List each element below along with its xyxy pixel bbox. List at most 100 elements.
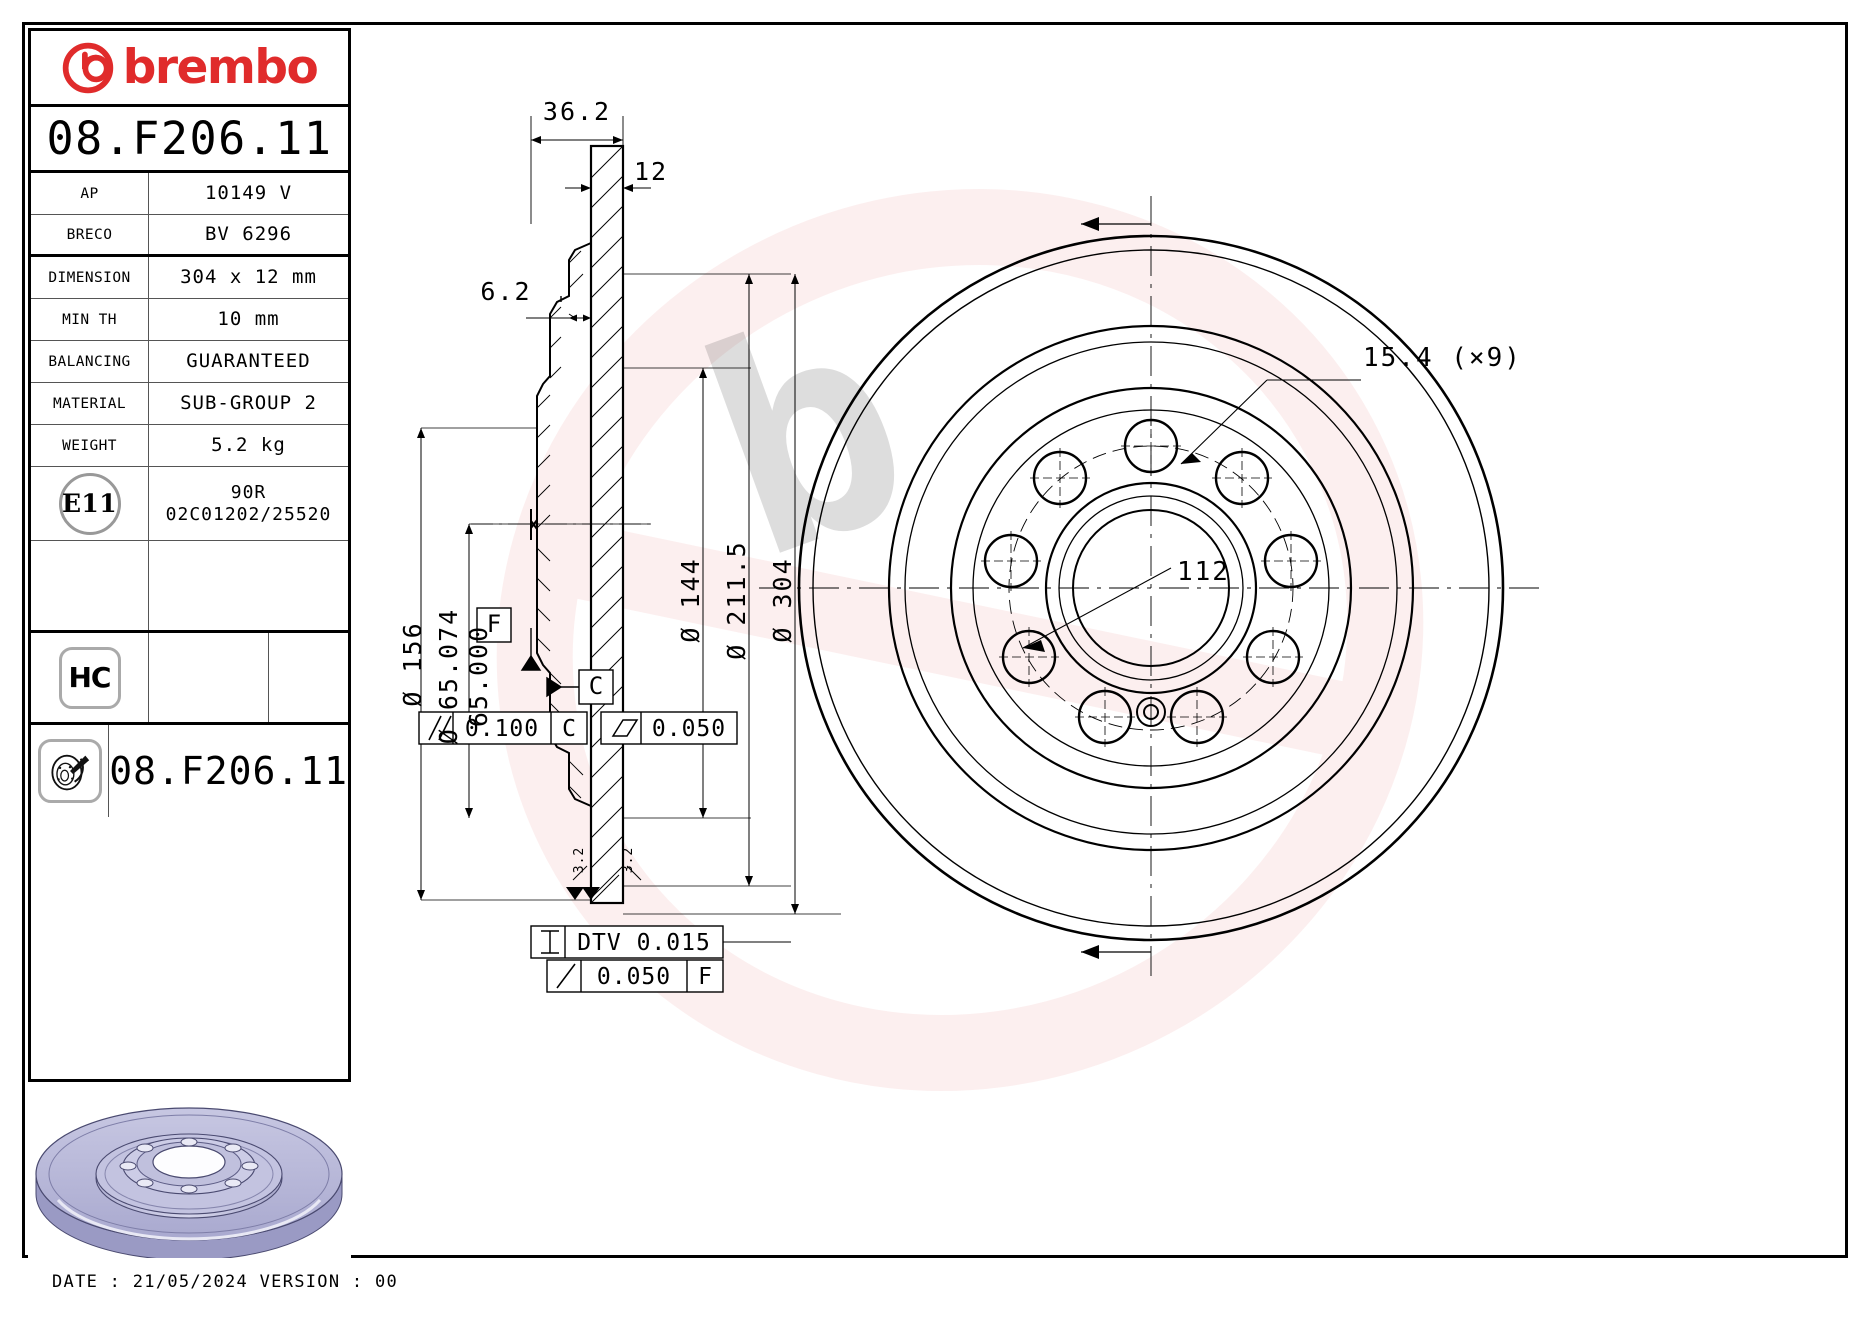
hat-profile-lower: [530, 509, 592, 807]
dim-6-2: [526, 292, 591, 322]
part-code-bottom: 08.F206.11: [109, 748, 348, 793]
sheet-border: [22, 22, 1848, 1258]
datum-label-f: F: [487, 610, 501, 638]
datum-label-c: C: [589, 672, 603, 700]
label-outer-dia: Ø 304: [768, 557, 797, 642]
row-label: MIN TH: [31, 299, 149, 340]
brembo-logo: brembo: [31, 31, 348, 107]
chamfer-marks: [566, 865, 642, 900]
brembo-wordmark: brembo: [122, 40, 319, 95]
table-row: MIN TH 10 mm: [31, 299, 348, 341]
label-inner-dia: Ø 144: [676, 557, 705, 642]
brake-disc-3d: [35, 1107, 343, 1258]
tolerance-parallelism-datum: C: [562, 716, 576, 742]
label-chamfer-right: 3.2: [621, 847, 636, 873]
label-bore-upper: Ø 65.074: [434, 608, 463, 744]
leader-bolt-hole: [1180, 379, 1361, 465]
footer-date: DATE : 21/05/2024 VERSION : 00: [52, 1272, 399, 1292]
dim-36-2: [530, 116, 624, 224]
blank-row: [31, 541, 348, 633]
tolerance-runout-value: 0.050: [597, 964, 671, 990]
table-row: BALANCING GUARANTEED: [31, 341, 348, 383]
disc-section-blade: [589, 144, 625, 905]
face-centerlines: [759, 196, 1543, 980]
brake-disc-glyph: [51, 754, 89, 791]
label-thickness: 12: [634, 157, 668, 186]
row-value: 10 mm: [217, 307, 280, 330]
datum-triangle-f: [520, 628, 542, 671]
row-value: BV 6296: [204, 222, 293, 245]
table-row: WEIGHT 5.2 kg: [31, 425, 348, 467]
row-label: BALANCING: [31, 341, 149, 382]
row-value: GUARANTEED: [186, 349, 311, 372]
spec-table: brembo 08.F206.11 AP 10149 V BRECO BV 62…: [28, 28, 351, 1082]
hc-badge: HC: [58, 646, 121, 709]
datum-box-f: [476, 607, 512, 643]
tolerance-flatness-value: 0.050: [652, 716, 726, 742]
technical-drawing: 36.2 12 6.2 Ø 156 Ø 65.074 65.000 Ø 144 …: [351, 28, 1845, 1255]
row-label: AP: [31, 173, 149, 214]
table-row: BRECO BV 6296: [31, 215, 348, 257]
row-label: DIMENSION: [31, 257, 149, 298]
row-label: WEIGHT: [31, 425, 149, 466]
dim-12: [565, 148, 651, 204]
homologation-line2: 02C01202/25520: [165, 503, 332, 525]
label-bore-lower: 65.000: [464, 625, 493, 727]
label-overall-width: 36.2: [543, 97, 611, 126]
table-row: AP 10149 V: [31, 173, 348, 215]
tolerance-frame-runout: [546, 959, 724, 993]
e11-badge-cell: E11: [31, 467, 149, 540]
homologation-line1: 90R: [230, 481, 267, 503]
tolerance-dtv-value: DTV 0.015: [577, 930, 711, 956]
hc-row: HC: [31, 633, 348, 725]
rotation-arrow-top: [1081, 217, 1151, 231]
datum-box-c: [578, 669, 614, 705]
tolerance-frame-dtv: [530, 925, 791, 959]
dim-211: [623, 273, 791, 887]
hc-badge-label: HC: [68, 661, 112, 694]
brembo-mark-icon: [62, 42, 113, 93]
row-value: 10149 V: [204, 181, 293, 204]
hat-profile-upper: [530, 146, 592, 540]
row-value: 304 x 12 mm: [180, 265, 317, 288]
tolerance-frame-parallelism: [418, 711, 588, 745]
blank-cell-left: [31, 541, 149, 630]
dim-304: [623, 274, 841, 915]
label-pcd: 112: [1177, 557, 1230, 587]
homologation-row: E11 90R 02C01202/25520: [31, 467, 348, 541]
dim-156: [417, 427, 591, 901]
e11-badge-label: E11: [61, 489, 118, 518]
part-code-row: 08.F206.11: [31, 725, 348, 817]
e11-badge: E11: [58, 472, 121, 535]
part-code-header: 08.F206.11: [31, 107, 348, 173]
brake-disc-icon: [37, 739, 102, 803]
row-label: BRECO: [31, 215, 149, 254]
label-hat-dia: Ø 156: [398, 621, 427, 706]
blank-cell-right: [149, 541, 348, 630]
leader-pcd: [1022, 567, 1172, 652]
row-value: SUB-GROUP 2: [180, 391, 317, 414]
hc-mid-cell: [149, 633, 269, 722]
homologation-value: 90R 02C01202/25520: [149, 467, 348, 540]
table-row: DIMENSION 304 x 12 mm: [31, 257, 348, 299]
product-image: [28, 1082, 351, 1258]
label-chamfer-left: 3.2: [572, 847, 587, 873]
hc-right-cell: [269, 633, 348, 722]
label-mid-dia: Ø 211.5: [722, 540, 751, 659]
bolt-hole-centermarks: [981, 416, 1321, 747]
tolerance-parallelism-value: 0.100: [465, 716, 539, 742]
tolerance-runout-datum: F: [698, 964, 712, 990]
part-code-text: 08.F206.11: [46, 112, 333, 165]
drawing-svg: 36.2 12 6.2 Ø 156 Ø 65.074 65.000 Ø 144 …: [398, 97, 1543, 993]
tolerance-frame-flatness: [600, 711, 738, 745]
row-label: MATERIAL: [31, 383, 149, 424]
hc-badge-cell: HC: [31, 633, 149, 722]
table-row: MATERIAL SUB-GROUP 2: [31, 383, 348, 425]
rotation-arrow-bottom: [1081, 945, 1151, 959]
disc-icon-cell: [31, 725, 110, 817]
label-hat-offset: 6.2: [480, 277, 531, 306]
label-bolt-hole-dia: 15.4 (×9): [1363, 343, 1522, 373]
dimension-labels: 36.2 12 6.2 Ø 156 Ø 65.074 65.000 Ø 144 …: [398, 97, 1522, 990]
